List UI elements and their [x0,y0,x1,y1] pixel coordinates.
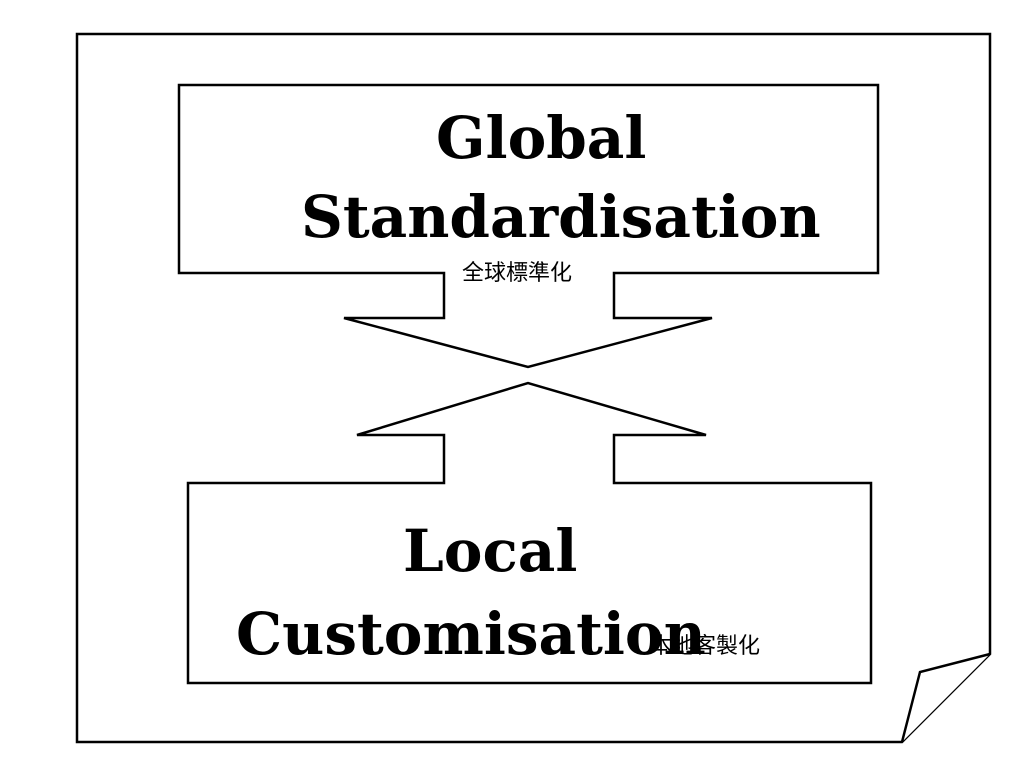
top-box-title-line2: Standardisation [301,183,821,251]
page-fold-corner [900,652,991,743]
bottom-box-title-line1: Local [403,517,578,585]
top-box-arrow-shape [177,83,880,369]
top-box-chinese-label: 全球標準化 [462,261,573,286]
bottom-box-title-line2: Customisation [236,600,706,668]
bottom-box-chinese-label: 本地客製化 [650,634,761,659]
top-box-title-line1: Global [436,104,647,172]
bottom-box-arrow-shape [186,381,873,685]
